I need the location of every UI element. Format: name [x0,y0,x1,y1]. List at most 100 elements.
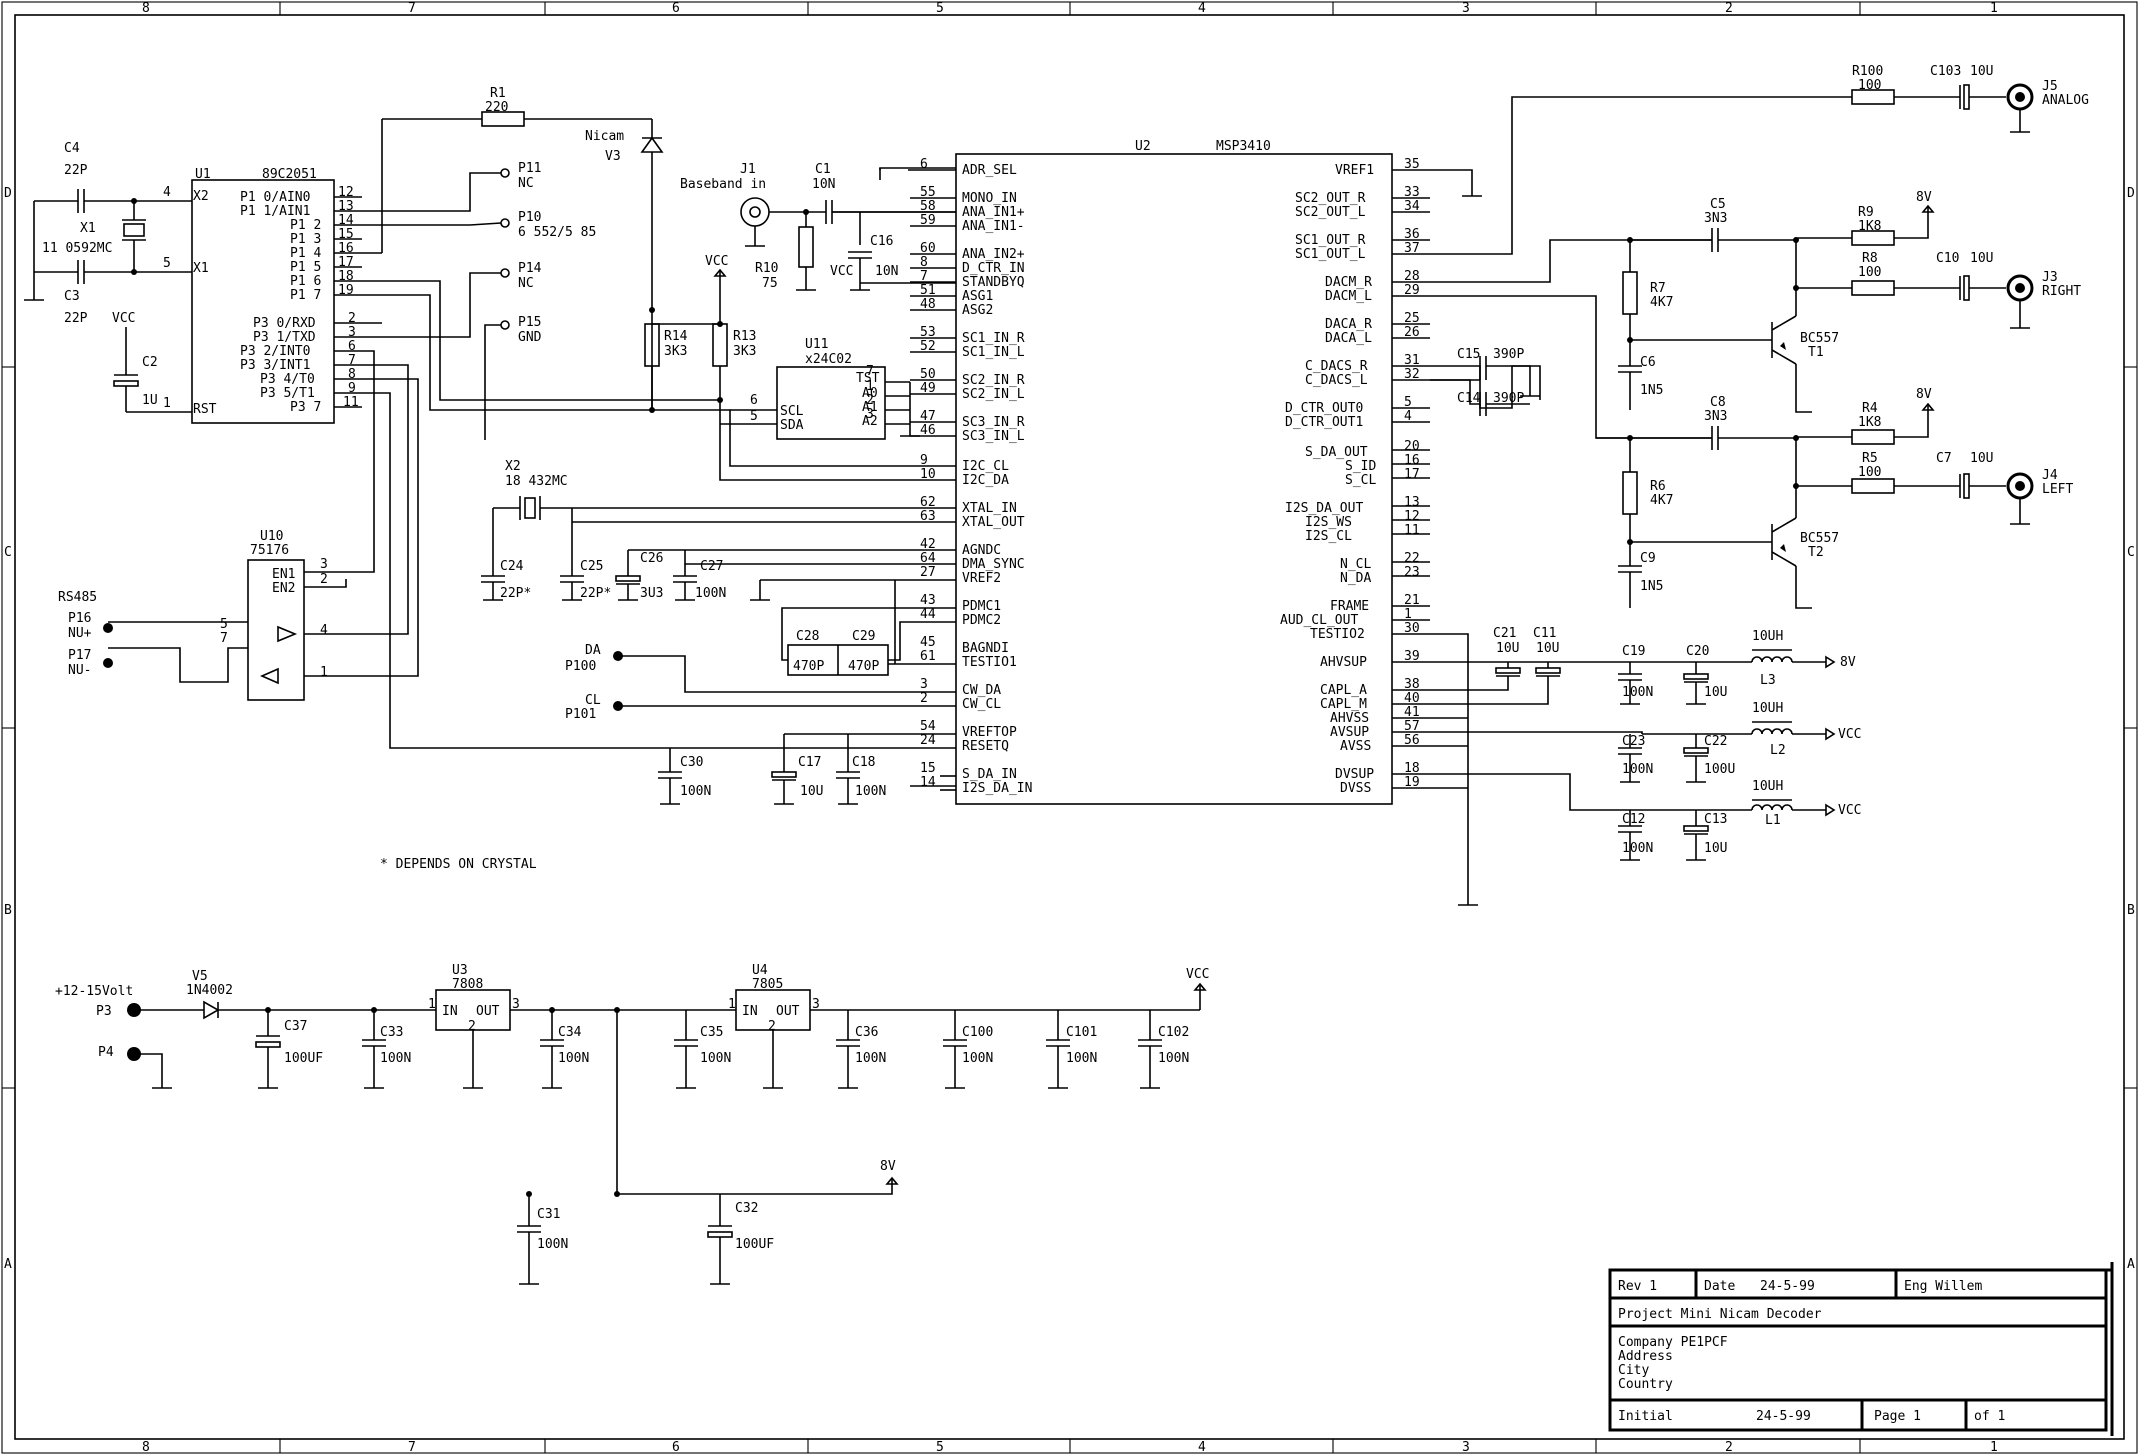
svg-text:5: 5 [220,617,228,632]
svg-text:1: 1 [1404,607,1412,622]
svg-text:DACA_R: DACA_R [1325,317,1372,332]
svg-text:C3: C3 [64,289,80,304]
svg-text:BC557: BC557 [1800,331,1839,346]
col-label: 3 [1462,1440,1470,1455]
svg-text:CW_DA: CW_DA [962,683,1001,698]
svg-text:10U: 10U [1704,841,1727,856]
svg-text:470P: 470P [848,659,879,674]
svg-text:100U: 100U [1704,762,1735,777]
svg-text:VCC: VCC [1186,967,1209,982]
svg-text:37: 37 [1404,241,1420,256]
svg-text:P3 2/INT0: P3 2/INT0 [240,344,310,359]
svg-text:VCC: VCC [830,264,853,279]
svg-text:ANA_IN1-: ANA_IN1- [962,219,1025,234]
svg-text:P1 7: P1 7 [290,288,321,303]
svg-text:C6: C6 [1640,355,1656,370]
svg-text:4K7: 4K7 [1650,295,1673,310]
svg-text:AUD_CL_OUT: AUD_CL_OUT [1280,613,1358,628]
svg-text:VCC: VCC [112,311,135,326]
svg-text:STANDBYQ: STANDBYQ [962,275,1025,290]
svg-text:R1: R1 [490,86,506,101]
svg-text:I2C_CL: I2C_CL [962,459,1009,474]
svg-text:2: 2 [920,691,928,706]
svg-text:7: 7 [348,353,356,368]
col-label: 5 [936,1440,944,1455]
svg-text:C24: C24 [500,559,524,574]
svg-text:R6: R6 [1650,479,1666,494]
svg-text:SC3_IN_R: SC3_IN_R [962,415,1025,430]
svg-text:L3: L3 [1760,673,1776,688]
svg-text:DMA_SYNC: DMA_SYNC [962,557,1025,572]
svg-text:PDMC1: PDMC1 [962,599,1001,614]
svg-text:1: 1 [866,379,874,394]
svg-text:I2S_DA_OUT: I2S_DA_OUT [1285,501,1363,516]
svg-text:19: 19 [1404,775,1420,790]
svg-text:ASG2: ASG2 [962,303,993,318]
svg-text:C22: C22 [1704,734,1727,749]
svg-text:C7: C7 [1936,451,1952,466]
svg-text:3N3: 3N3 [1704,409,1727,424]
svg-text:CL: CL [585,693,601,708]
svg-text:8V: 8V [880,1159,896,1174]
svg-text:RIGHT: RIGHT [2042,284,2081,299]
svg-text:I2S_DA_IN: I2S_DA_IN [962,781,1032,796]
svg-text:49: 49 [920,381,936,396]
svg-text:C8: C8 [1710,395,1726,410]
svg-text:32: 32 [1404,367,1420,382]
svg-text:100N: 100N [680,784,711,799]
svg-text:X2: X2 [505,459,521,474]
svg-text:3: 3 [812,997,820,1012]
svg-text:56: 56 [1404,733,1420,748]
svg-text:8V: 8V [1916,387,1932,402]
svg-text:22P*: 22P* [580,586,611,601]
svg-text:14: 14 [920,775,936,790]
svg-text:11: 11 [1404,523,1420,538]
svg-text:P3 0/RXD: P3 0/RXD [253,316,316,331]
svg-text:AGNDC: AGNDC [962,543,1001,558]
svg-text:AVSS: AVSS [1340,739,1371,754]
svg-text:22: 22 [1404,551,1420,566]
svg-text:Address: Address [1618,1349,1673,1364]
svg-text:J4: J4 [2042,468,2058,483]
col-label: 4 [1198,1,1206,16]
svg-text:C36: C36 [855,1025,878,1040]
svg-text:VREF1: VREF1 [1335,163,1374,178]
svg-text:9: 9 [920,453,928,468]
svg-text:P1 3: P1 3 [290,232,321,247]
svg-text:C2: C2 [142,355,158,370]
svg-text:P100: P100 [565,659,596,674]
svg-text:100N: 100N [855,1051,886,1066]
svg-text:SCL: SCL [780,404,804,419]
svg-text:CAPL_A: CAPL_A [1320,683,1367,698]
svg-text:SC2_IN_R: SC2_IN_R [962,373,1025,388]
svg-text:27: 27 [920,565,936,580]
col-label: 6 [672,1,680,16]
svg-text:C14: C14 [1457,391,1481,406]
svg-text:2: 2 [768,1019,776,1034]
svg-text:RST: RST [193,402,217,417]
svg-text:100N: 100N [1158,1051,1189,1066]
svg-text:75: 75 [762,276,778,291]
svg-text:33: 33 [1404,185,1420,200]
svg-text:R8: R8 [1862,251,1878,266]
svg-text:OUT: OUT [776,1004,800,1019]
svg-text:C5: C5 [1710,197,1726,212]
svg-text:VCC: VCC [705,254,728,269]
svg-text:43: 43 [920,593,936,608]
svg-text:21: 21 [1404,593,1420,608]
svg-text:J3: J3 [2042,270,2058,285]
svg-text:SC1_OUT_L: SC1_OUT_L [1295,247,1366,262]
svg-text:P1 6: P1 6 [290,274,321,289]
svg-text:TESTIO1: TESTIO1 [962,655,1017,670]
svg-text:16: 16 [1404,453,1420,468]
svg-text:C_DACS_R: C_DACS_R [1305,359,1368,374]
svg-text:VREF2: VREF2 [962,571,1001,586]
svg-text:10N: 10N [812,177,835,192]
svg-text:C27: C27 [700,559,723,574]
svg-text:C9: C9 [1640,551,1656,566]
svg-text:C17: C17 [798,755,821,770]
